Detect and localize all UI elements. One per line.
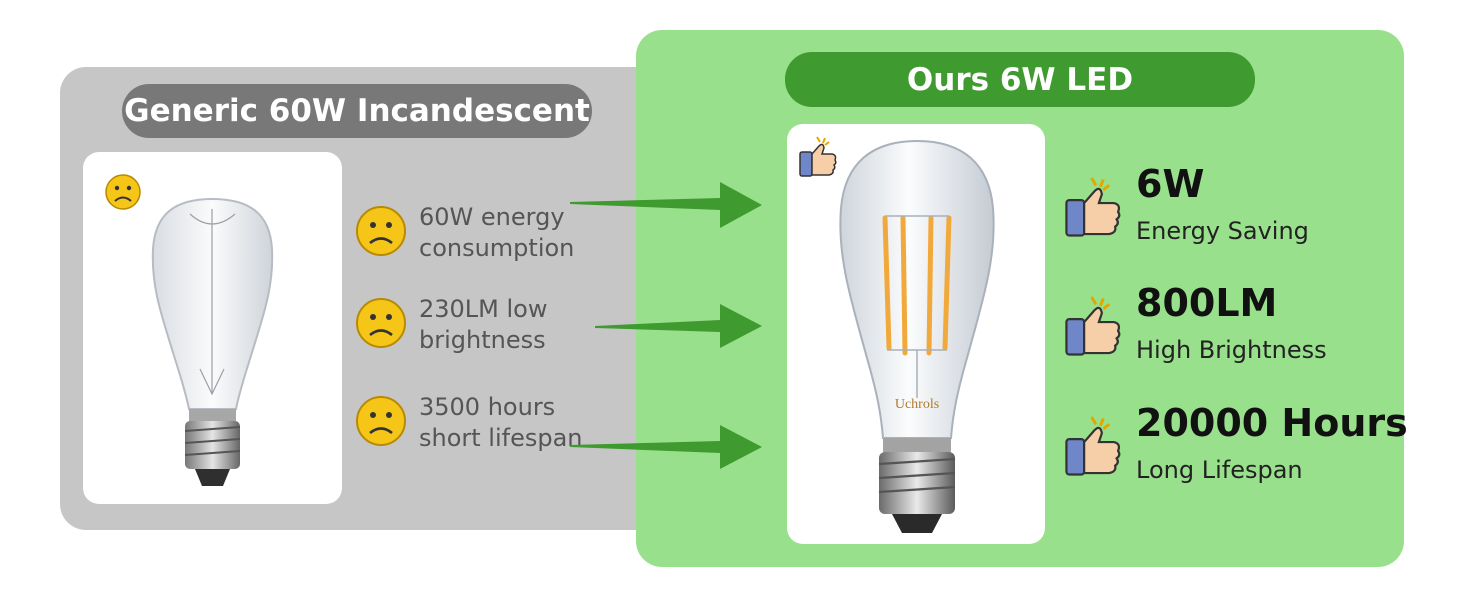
sad-face-icon: [356, 298, 406, 348]
incandescent-bulb-card: [83, 152, 342, 504]
led-bulb-card: Uchrols: [787, 124, 1045, 544]
sad-face-icon: [105, 174, 141, 210]
arrow-right-icon: [570, 182, 762, 228]
con-line2: short lifespan: [419, 424, 583, 452]
pro-title: 6W: [1136, 162, 1205, 206]
incandescent-bulb-image: [151, 197, 274, 486]
sad-face-icon: [356, 396, 406, 446]
generic-title: Generic 60W Incandescent: [122, 84, 592, 138]
con-line1: 3500 hours: [419, 393, 556, 421]
pro-subtitle: Energy Saving: [1136, 217, 1309, 245]
bulb-brand-label: Uchrols: [895, 397, 939, 412]
ours-title: Ours 6W LED: [785, 52, 1255, 107]
con-line1: 230LM low: [419, 295, 548, 323]
thumbs-up-icon: [1065, 177, 1121, 237]
arrows-group: [570, 182, 762, 469]
led-bulb-image: Uchrols: [839, 139, 995, 533]
pro-title: 800LM: [1136, 281, 1278, 325]
thumbs-up-icon: [1065, 296, 1121, 356]
arrow-right-icon: [595, 304, 762, 348]
pro-subtitle: Long Lifespan: [1136, 456, 1303, 484]
thumbs-up-icon: [799, 136, 837, 177]
arrow-right-icon: [570, 425, 762, 469]
con-line1: 60W energy: [419, 203, 565, 231]
pro-subtitle: High Brightness: [1136, 336, 1327, 364]
con-line2: consumption: [419, 234, 575, 262]
con-line2: brightness: [419, 326, 546, 354]
thumbs-up-icon: [1065, 416, 1121, 476]
pro-title: 20000 Hours: [1136, 401, 1408, 445]
sad-face-icon: [356, 206, 406, 256]
